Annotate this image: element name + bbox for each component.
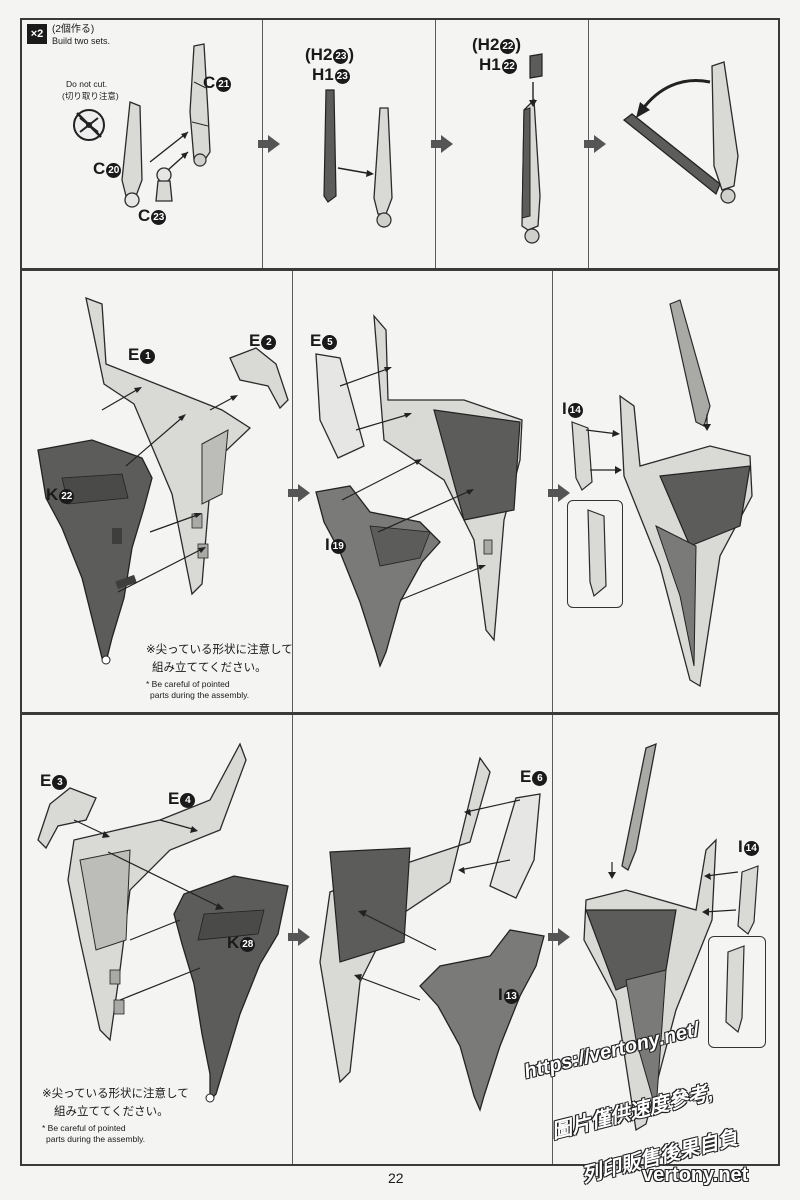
- caution-jp-line2: 組み立ててください。: [152, 662, 267, 674]
- small-part-i14: [571, 421, 593, 491]
- small-part-e2: [229, 347, 289, 410]
- left-border: [20, 18, 22, 1166]
- dark-blade-part-h1: [323, 89, 337, 203]
- small-part-e5: [315, 353, 365, 459]
- small-part-e3: [37, 787, 97, 850]
- small-part-i14: [737, 865, 759, 935]
- wing-part-e4: [67, 742, 247, 1042]
- completed-wing-left: [583, 742, 717, 1132]
- cap-part-h1: [529, 53, 543, 79]
- do-not-cut-en: Do not cut.: [66, 79, 108, 89]
- page-number: 22: [388, 1170, 404, 1186]
- caution-en-line2: parts during the assembly.: [46, 1134, 146, 1144]
- row1-bottom-rule: [20, 268, 780, 271]
- detail-inset-box: [708, 936, 766, 1048]
- no-cut-icon: [73, 109, 105, 141]
- caution-jp-line1: ※尖っている形状に注意して: [146, 644, 293, 656]
- detail-inset-box: [567, 500, 623, 608]
- caution-en-line1: * Be careful of pointed: [42, 1123, 126, 1133]
- do-not-cut-jp: (切り取り注意): [62, 91, 119, 101]
- caution-jp-line2: 組み立ててください。: [54, 1106, 169, 1118]
- arm-part-c20: [121, 101, 143, 208]
- caution-en-line1: * Be careful of pointed: [146, 679, 230, 689]
- step-arrow-icon: [431, 135, 453, 153]
- count-badge: ×2: [27, 24, 47, 44]
- right-border: [778, 18, 780, 1166]
- folding-arm-assembly: [622, 61, 739, 204]
- step-arrow-icon: [548, 484, 570, 502]
- completed-wing-right: [619, 299, 753, 688]
- bottom-border: [20, 1164, 780, 1166]
- detail-part-i14: [587, 509, 607, 598]
- wing-subassembly: [373, 314, 523, 642]
- wing-subassembly: [319, 756, 491, 1084]
- body-part-i13: [419, 929, 545, 1112]
- step-arrow-icon: [258, 135, 280, 153]
- dark-body-part-i19: [315, 485, 441, 668]
- build-two-en: Build two sets.: [52, 36, 111, 46]
- detail-part-i14: [725, 945, 745, 1034]
- build-two-jp: (2個作る): [52, 24, 95, 35]
- step-arrow-icon: [548, 928, 570, 946]
- step-arrow-icon: [584, 135, 606, 153]
- joint-part-c23: [155, 167, 173, 202]
- combined-arm: [521, 98, 541, 244]
- arm-subassembly: [373, 107, 393, 228]
- step-arrow-icon: [288, 484, 310, 502]
- arm-part-c21: [189, 43, 211, 167]
- small-part-e6: [489, 793, 541, 899]
- top-border: [20, 18, 780, 20]
- caution-jp-line1: ※尖っている形状に注意して: [42, 1088, 189, 1100]
- dark-body-part-k28: [173, 875, 289, 1103]
- step-arrow-icon: [288, 928, 310, 946]
- watermark-logo: vertony.net: [642, 1164, 749, 1186]
- row2-bottom-rule: [20, 712, 780, 715]
- count-badge-text: ×2: [30, 28, 44, 40]
- caution-en-line2: parts during the assembly.: [150, 690, 250, 700]
